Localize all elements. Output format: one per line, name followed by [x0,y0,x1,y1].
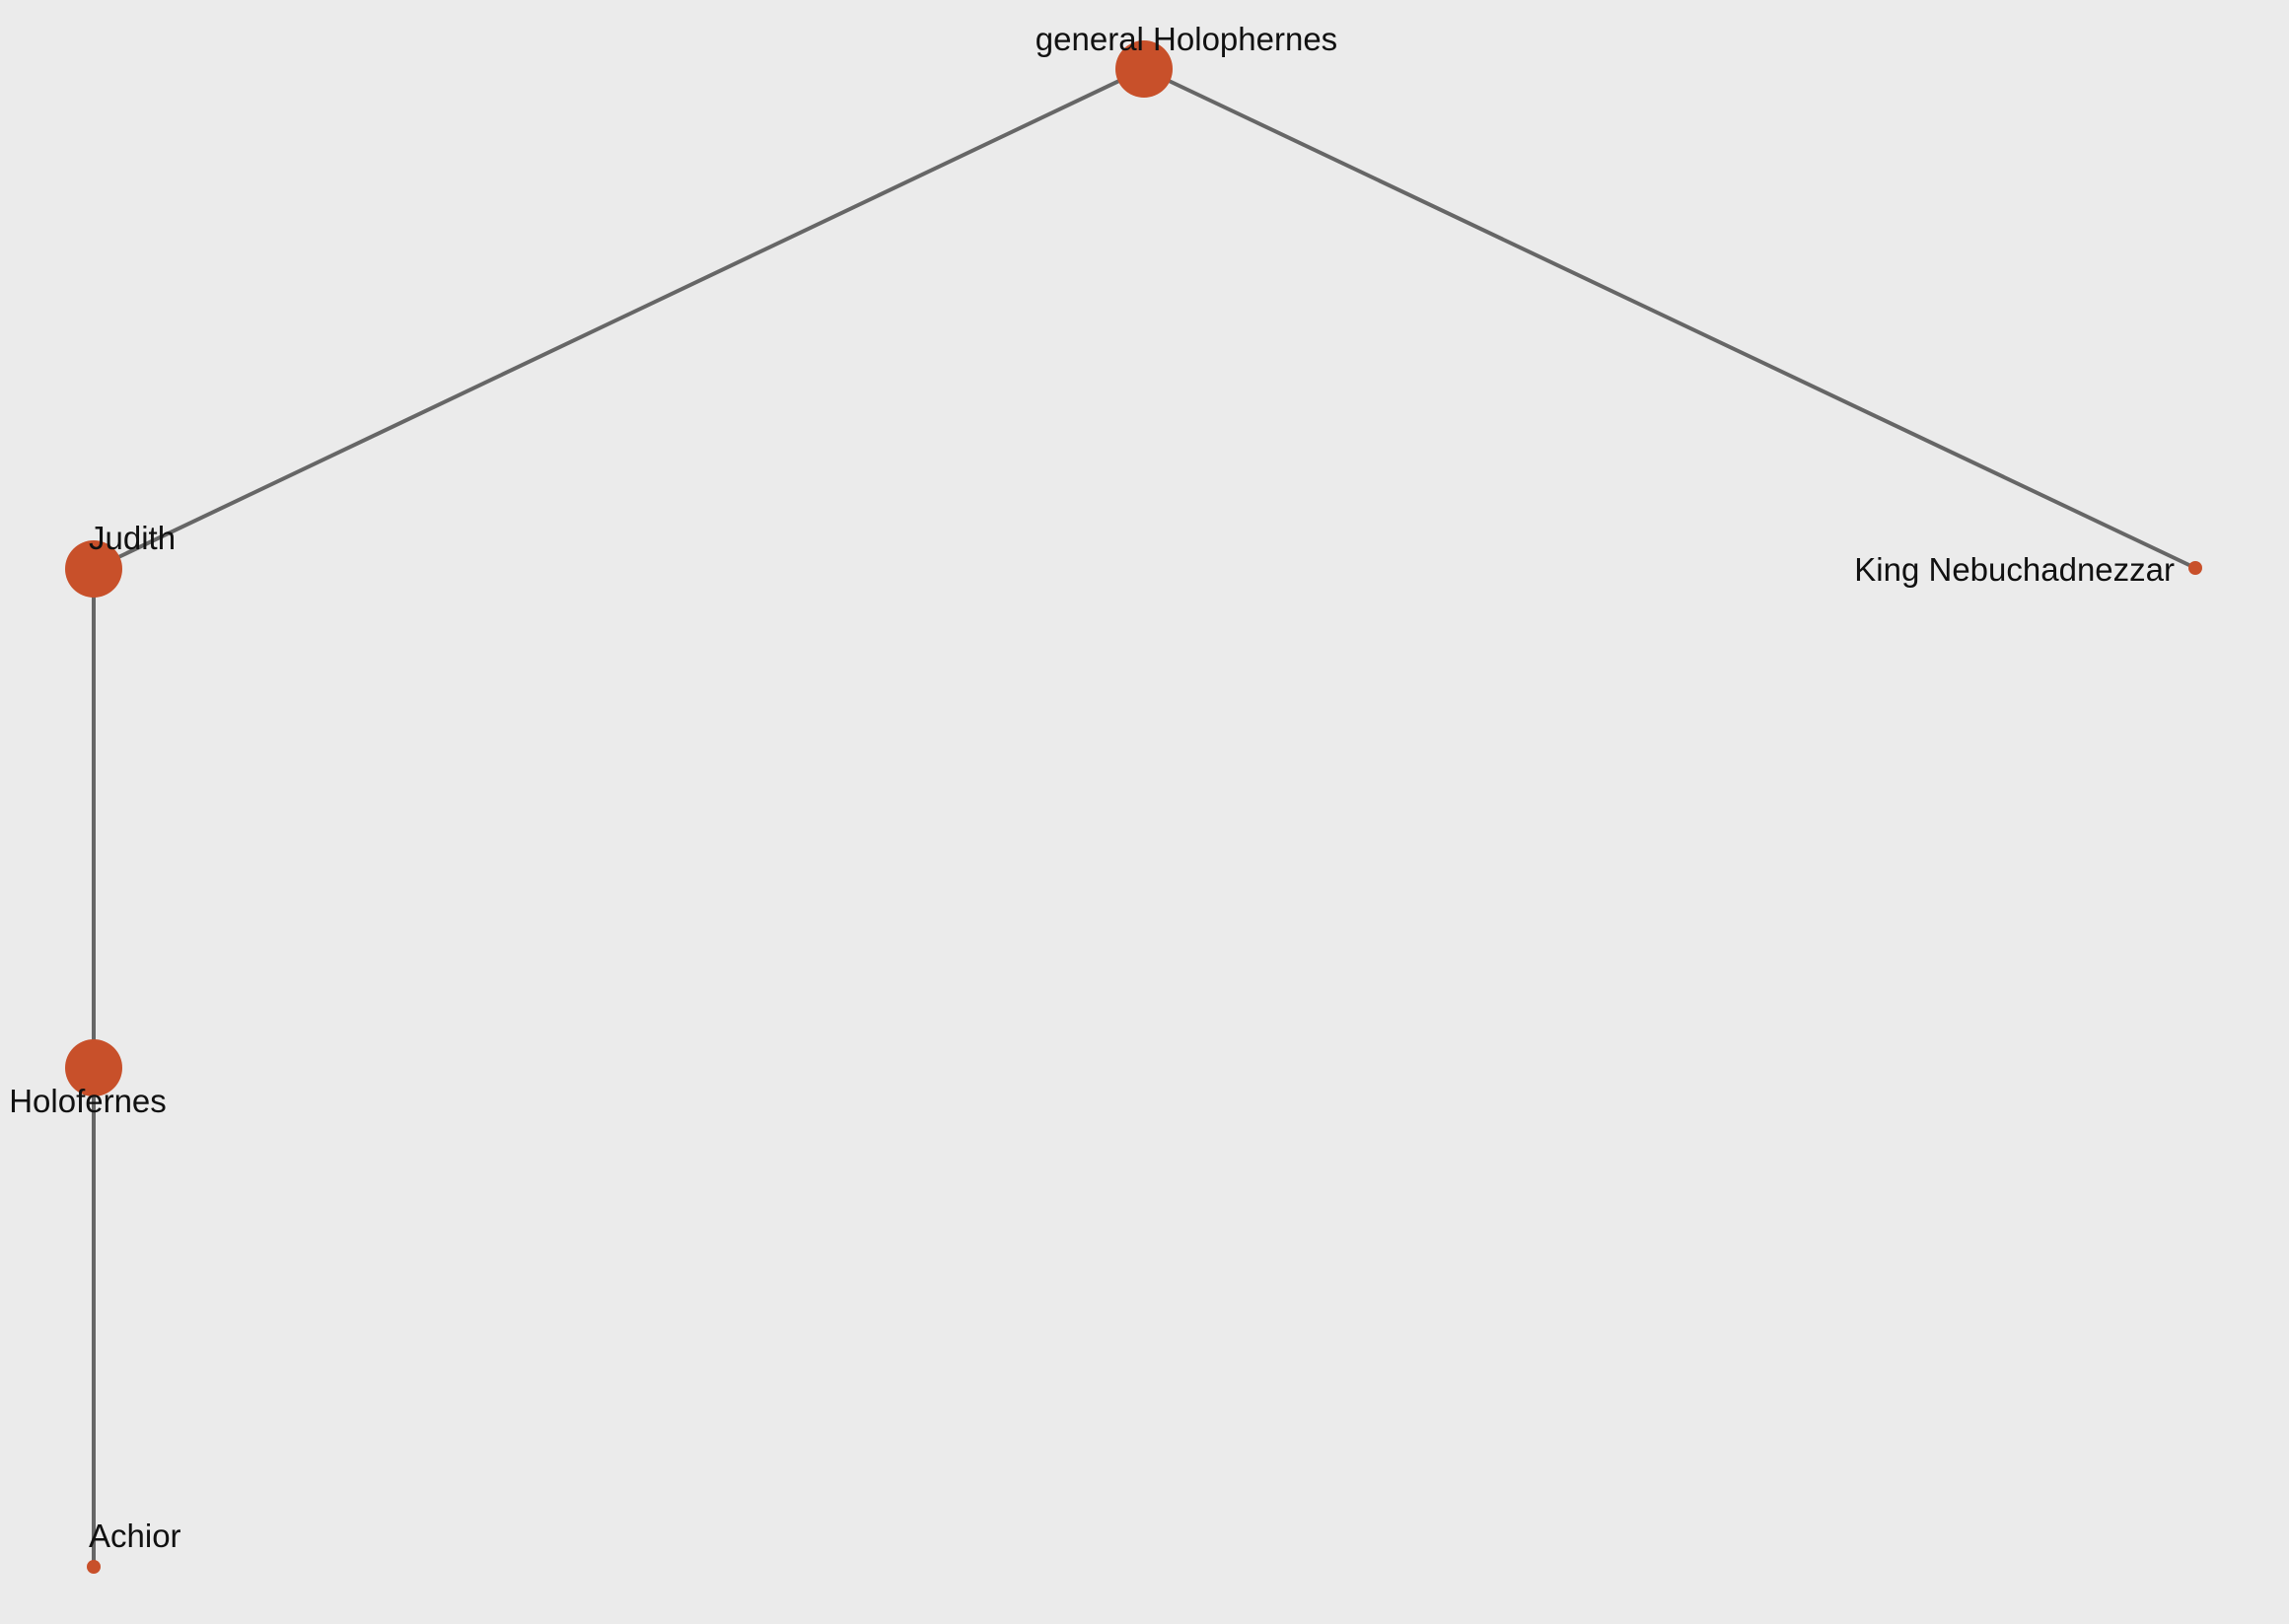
node-label-king-nebuchadnezzar: King Nebuchadnezzar [1854,551,2175,588]
edge-general-holophernes-king-nebuchadnezzar [1143,67,2196,570]
node-label-achior: Achior [89,1518,181,1554]
node-label-holofernes: Holofernes [9,1083,167,1119]
node-achior[interactable] [87,1560,101,1574]
node-king-nebuchadnezzar[interactable] [2188,561,2202,575]
graph-nodes [65,40,2202,1574]
node-label-judith: Judith [89,520,176,556]
node-holofernes[interactable] [65,1039,122,1096]
edge-general-holophernes-judith [93,67,1145,571]
node-judith[interactable] [65,540,122,598]
node-general-holophernes[interactable] [1115,40,1173,98]
node-label-general-holophernes: general Holophernes [1036,21,1337,57]
graph-edges [92,67,2196,1567]
